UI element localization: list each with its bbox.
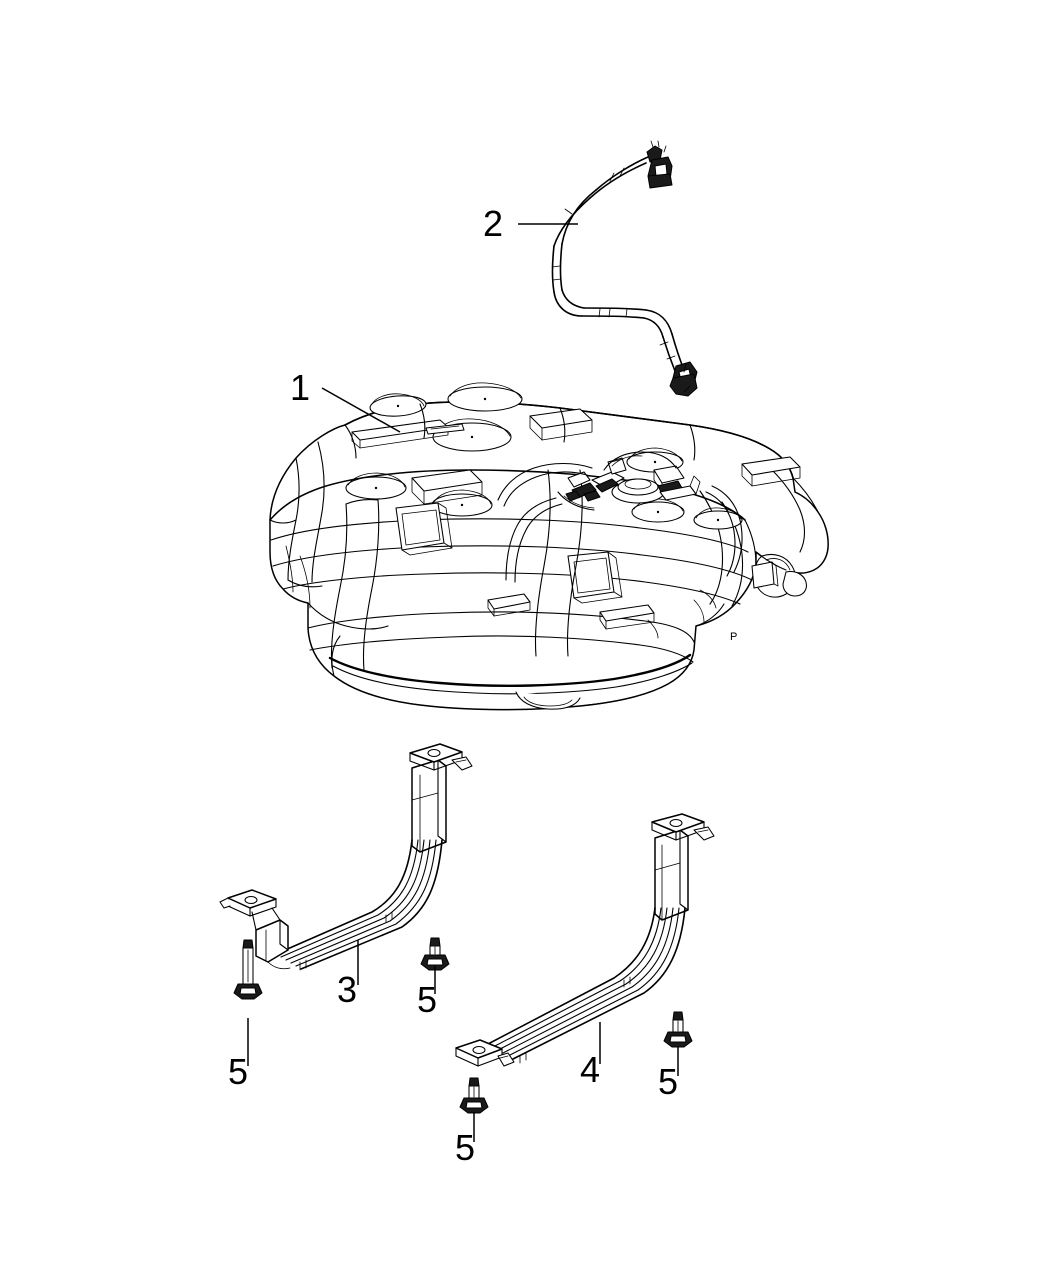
callout-4-number: 4 [580, 1049, 600, 1090]
hose-connector-lower [669, 361, 698, 397]
hose-connector-upper [646, 140, 673, 189]
callout-1[interactable]: 1 [290, 367, 401, 433]
strap-bolt-d [459, 1077, 489, 1114]
callout-layer: 1 2 3 4 5 [228, 203, 679, 1168]
callout-5c[interactable]: 5 [658, 1046, 679, 1102]
callout-5b-number: 5 [417, 979, 437, 1020]
part-tank-strap-right [455, 813, 715, 1067]
tank-deck-bosses [351, 408, 801, 505]
callout-5b[interactable]: 5 [417, 966, 437, 1020]
callout-3-number: 3 [337, 969, 357, 1010]
callout-2[interactable]: 2 [483, 203, 578, 244]
callout-2-number: 2 [483, 203, 503, 244]
callout-5a-number: 5 [228, 1051, 248, 1092]
part-tank-strap-left [219, 743, 473, 971]
callout-3[interactable]: 3 [337, 940, 359, 1010]
part-strap-bolts [233, 937, 693, 1114]
strap-bolt-b [420, 937, 450, 971]
callout-4[interactable]: 4 [580, 1022, 601, 1090]
strap-bolt-a [233, 939, 263, 1000]
callout-5c-number: 5 [658, 1061, 678, 1102]
strap-bolt-c [663, 1011, 693, 1048]
part-vapor-hose [551, 140, 698, 397]
callout-1-number: 1 [290, 367, 310, 408]
callout-5d-number: 5 [455, 1127, 475, 1168]
tank-strap-channels [330, 469, 583, 671]
tank-face-pads [395, 502, 623, 604]
fuel-pump-module [557, 451, 701, 511]
part-fuel-tank: P [269, 382, 829, 711]
tank-surface-marking: P [730, 631, 737, 643]
callout-5a[interactable]: 5 [228, 1018, 249, 1092]
tank-top-pockets [345, 382, 743, 530]
callout-1-leader [321, 387, 401, 433]
callout-5d[interactable]: 5 [455, 1112, 475, 1168]
